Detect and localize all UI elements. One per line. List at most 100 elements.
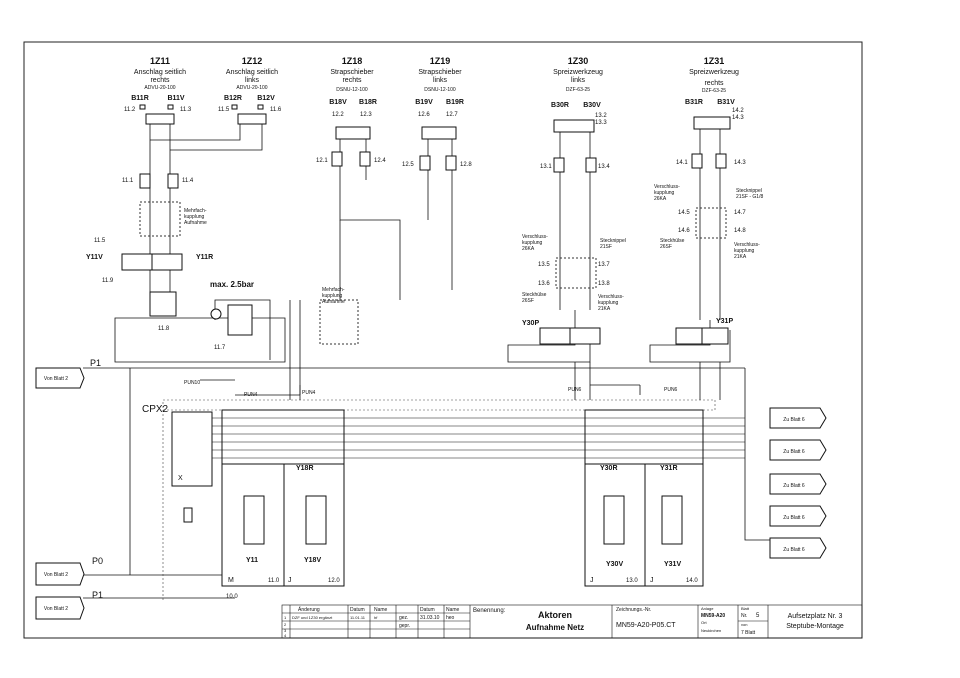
sensor-label: B30V (583, 102, 601, 109)
component-label: 21KA (734, 254, 747, 260)
port-label: 11.2 (124, 107, 136, 113)
sensor-label: B11V (167, 95, 184, 102)
throttle-valve (585, 157, 597, 173)
supply-label: P0 (92, 556, 103, 566)
valve-label: Y11R (196, 254, 213, 261)
port-label: 12.7 (446, 112, 458, 118)
svg-text:gez.: gez. (399, 615, 408, 621)
svg-text:Benennung:: Benennung: (473, 608, 506, 614)
throttle-label: 12.5 (402, 162, 414, 168)
sensor-label: B31R (685, 99, 703, 106)
cylinder-desc: Spreizwerkzeug (689, 69, 739, 76)
svg-text:Neukirchen: Neukirchen (701, 628, 721, 633)
component-label: 13.8 (598, 281, 610, 287)
cylinder-body (145, 113, 175, 125)
component-label: kupplung (184, 214, 205, 220)
throttle-label: 12.4 (374, 158, 386, 164)
bus-lines (212, 417, 745, 459)
svg-text:Ort: Ort (701, 620, 707, 625)
svg-text:Zu Blatt 6: Zu Blatt 6 (783, 417, 805, 423)
component-label: Verschluss- (734, 242, 760, 248)
valve-label: Y11V (86, 254, 103, 261)
svg-text:Von Blatt 2: Von Blatt 2 (44, 572, 68, 578)
cylinder-id: 1Z11 (150, 56, 170, 66)
sensor-label: B31V (717, 99, 735, 106)
valve-label: Y30R (600, 465, 618, 472)
component-label: Steckhülse (522, 292, 547, 298)
slot-label: 12.0 (328, 578, 340, 584)
slot-label: J (288, 577, 292, 584)
component-label: 13.6 (538, 281, 550, 287)
supply-label: P1 (92, 590, 103, 600)
svg-text:11.01.11: 11.01.11 (350, 615, 366, 620)
component-label: kupplung (734, 248, 755, 254)
valve-label: Y31V (664, 561, 681, 568)
port-label: 11.5 (218, 107, 230, 113)
silencer (183, 507, 193, 523)
cylinder-id: 1Z19 (430, 56, 451, 66)
component-label: Aufnahme (322, 299, 345, 305)
valve-body (661, 495, 683, 545)
pressure-gauge-icon (210, 308, 222, 320)
pressure-label: max. 2.5bar (210, 280, 254, 289)
svg-text:Anlage: Anlage (701, 606, 714, 611)
cylinder-1z11: 1Z11 Anschlag seitlich rechts ADVU-20-10… (124, 56, 192, 125)
sensor-mark (257, 104, 264, 110)
port-label: 12.2 (332, 112, 344, 118)
slot-label: 14.0 (686, 578, 698, 584)
title-block-text: Änderung Datum Name 1 2 3 4 DZF und 1Z30… (284, 606, 844, 638)
component-label: Steckhülse (660, 238, 685, 244)
sensor-label: B18V (329, 99, 347, 106)
svg-text:31.03.10: 31.03.10 (420, 615, 440, 621)
valve-body (305, 495, 327, 545)
cpx-x-label: X (178, 475, 183, 482)
cylinder-desc: Spreizwerkzeug (553, 69, 603, 76)
cylinder-desc: links (571, 77, 586, 84)
component-label: Verschluss- (654, 184, 680, 190)
component-label: 14.7 (734, 210, 746, 216)
svg-text:Zu Blatt 6: Zu Blatt 6 (783, 449, 805, 455)
cylinder-type: DSNU-12-100 (336, 87, 368, 93)
svg-text:Von Blatt 2: Von Blatt 2 (44, 376, 68, 382)
throttle-valve (139, 173, 151, 189)
component-label: 11.7 (214, 345, 226, 351)
tube-label: PUN10 (184, 380, 200, 386)
svg-text:Blatt: Blatt (741, 606, 750, 611)
valve-body (603, 495, 625, 545)
svg-text:MN59-A20: MN59-A20 (701, 613, 725, 619)
cylinder-1z30: 1Z30 Spreizwerkzeug links DZF-63-25 B30R… (551, 56, 607, 133)
port-label: 14.2 (732, 108, 744, 114)
cpx-module (171, 411, 213, 487)
port-label: 11.3 (180, 107, 192, 113)
throttle-valve (359, 151, 371, 167)
sheet-number: 5 (756, 613, 760, 619)
cylinder-body (335, 126, 371, 140)
cylinder-desc: Anschlag seitlich (134, 69, 186, 76)
tube-label: PUN4 (302, 390, 316, 396)
slot-label: J (590, 577, 594, 584)
throttle-label: 12.1 (316, 158, 328, 164)
valve-label: Y18V (304, 557, 321, 564)
svg-text:von: von (741, 622, 747, 627)
throttle-valve (553, 157, 565, 173)
cylinder-desc: links (245, 77, 260, 84)
slot-label: 13.0 (626, 578, 638, 584)
sensor-label: B30R (551, 102, 569, 109)
throttle-valve (715, 153, 727, 169)
valve-label: Y31P (716, 318, 733, 325)
throttle-label: 13.1 (540, 164, 552, 170)
cylinder-type: DZF-63-25 (566, 87, 590, 93)
component-label: kupplung (522, 240, 543, 246)
component-label: Stecknippel (600, 238, 626, 244)
project-subname: Steptube-Montage (786, 623, 844, 630)
throttle-valve (691, 153, 703, 169)
port-label: 13.3 (595, 120, 607, 126)
cylinder-id: 1Z31 (704, 56, 725, 66)
sensor-label: B19V (415, 99, 433, 106)
throttle-label: 13.4 (598, 164, 610, 170)
cylinder-id: 1Z12 (242, 56, 263, 66)
throttle-group: 11.1 11.4 12.1 12.4 12.5 12.8 13.1 13.4 … (122, 151, 746, 189)
sensor-label: B12R (224, 95, 242, 102)
valve-label: Y11 (246, 557, 258, 564)
